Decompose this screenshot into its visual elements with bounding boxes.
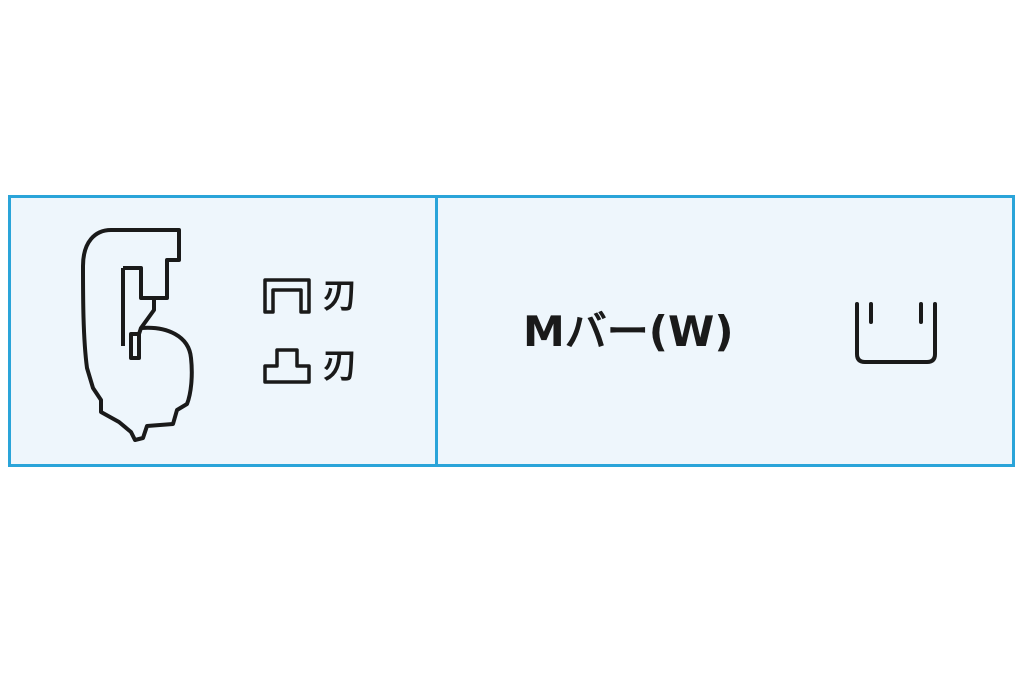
panel-divider [435,198,438,464]
upper-blade-row: 刃 [261,276,357,316]
lower-blade-label: 刃 [323,346,357,386]
cutting-spec-diagram: 刃 刃 Mバー(W) [8,195,1015,467]
m-bar-channel-icon [855,302,937,364]
c-frame-shear-icon [81,228,194,442]
lower-blade-icon [263,348,311,384]
upper-blade-icon [263,278,311,314]
upper-blade-label: 刃 [323,276,357,316]
product-name: Mバー(W) [523,307,734,356]
lower-blade-row: 刃 [261,346,357,386]
